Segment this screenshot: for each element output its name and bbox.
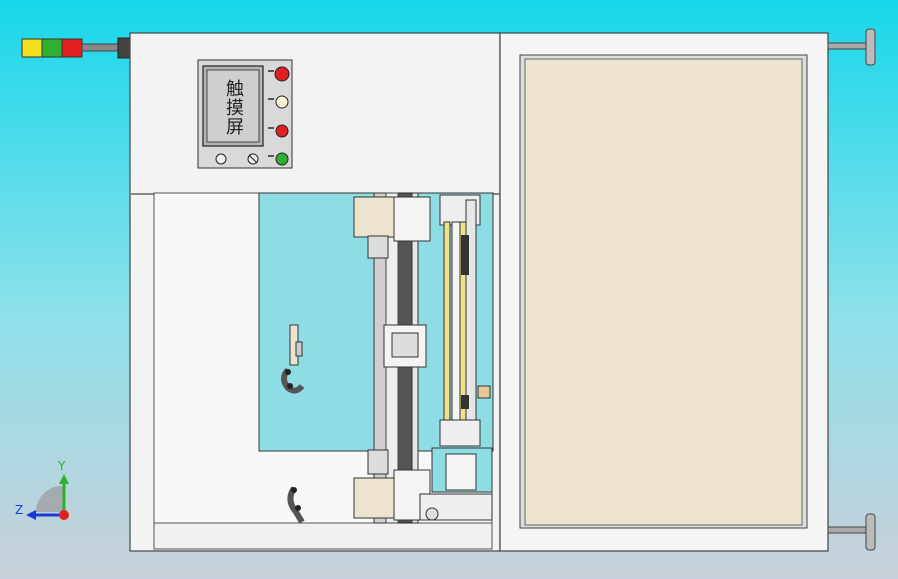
indicator-red-mid xyxy=(275,124,289,138)
y-axis-label: Y xyxy=(58,459,66,473)
stack-light-tower xyxy=(21,37,131,59)
leveling-foot-bottom xyxy=(827,513,876,551)
z-axis-label: Z xyxy=(15,503,24,517)
vertical-actuators xyxy=(439,194,491,447)
indicator-red-top xyxy=(274,66,290,82)
leveling-foot-top xyxy=(827,28,876,66)
middle-carriage xyxy=(383,324,427,368)
indicator-green xyxy=(275,152,289,166)
right-door xyxy=(499,32,829,552)
hmi-screen-label: 触摸屏 xyxy=(223,78,244,136)
drag-chain-lower xyxy=(287,486,305,524)
sensor-bracket xyxy=(289,324,303,366)
indicator-white xyxy=(275,95,289,109)
lower-right-mechanism xyxy=(419,447,493,521)
drag-chain-upper xyxy=(281,367,305,394)
coordinate-triad xyxy=(26,474,69,520)
origin-point xyxy=(59,510,69,520)
upper-carriage xyxy=(353,196,431,259)
knob-left xyxy=(215,153,227,165)
control-panel xyxy=(197,59,293,169)
